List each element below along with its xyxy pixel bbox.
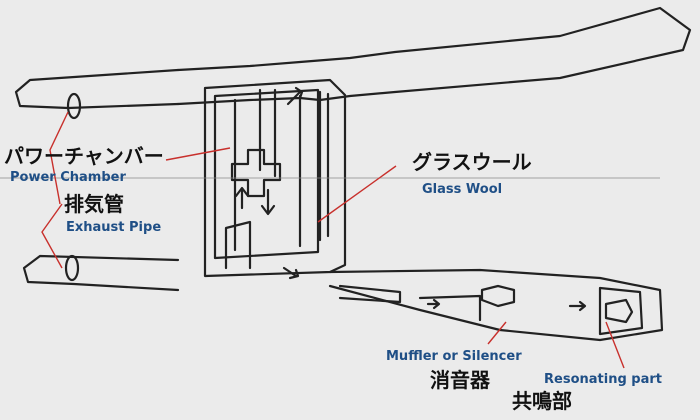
upper-exhaust-pipe: [14, 68, 180, 110]
muffler-label-jp: 消音器: [430, 368, 490, 392]
muffler-leader: [487, 321, 507, 345]
power-chamber-label-en: Power Chamber: [10, 170, 126, 185]
muffler-body: [328, 268, 664, 342]
exhaust-pipe-leader: [41, 111, 69, 269]
muffler-label-en: Muffler or Silencer: [386, 349, 522, 364]
exhaust-pipe-label-en: Exhaust Pipe: [66, 220, 162, 235]
top-tail-pipe: [176, 6, 692, 106]
glass-wool-label-jp: グラスウール: [412, 150, 532, 174]
upper-pipe-end: [66, 92, 82, 120]
resonator-chamber: [598, 286, 644, 336]
glass-wool-leader: [317, 165, 397, 223]
lower-exhaust-pipe: [22, 254, 180, 292]
exhaust-pipe-label-jp: 排気管: [64, 192, 124, 216]
power-chamber-leader: [165, 147, 231, 161]
glass-wool-label-en: Glass Wool: [422, 182, 503, 197]
resonating-label-en: Resonating part: [544, 372, 662, 387]
chamber-cross-hole: [230, 148, 282, 198]
lower-pipe-end: [64, 254, 80, 282]
resonating-leader: [605, 321, 625, 369]
power-chamber-body: [203, 78, 347, 278]
resonating-label-jp: 共鳴部: [512, 389, 572, 413]
power-chamber-label-jp: パワーチャンバー: [4, 144, 164, 168]
